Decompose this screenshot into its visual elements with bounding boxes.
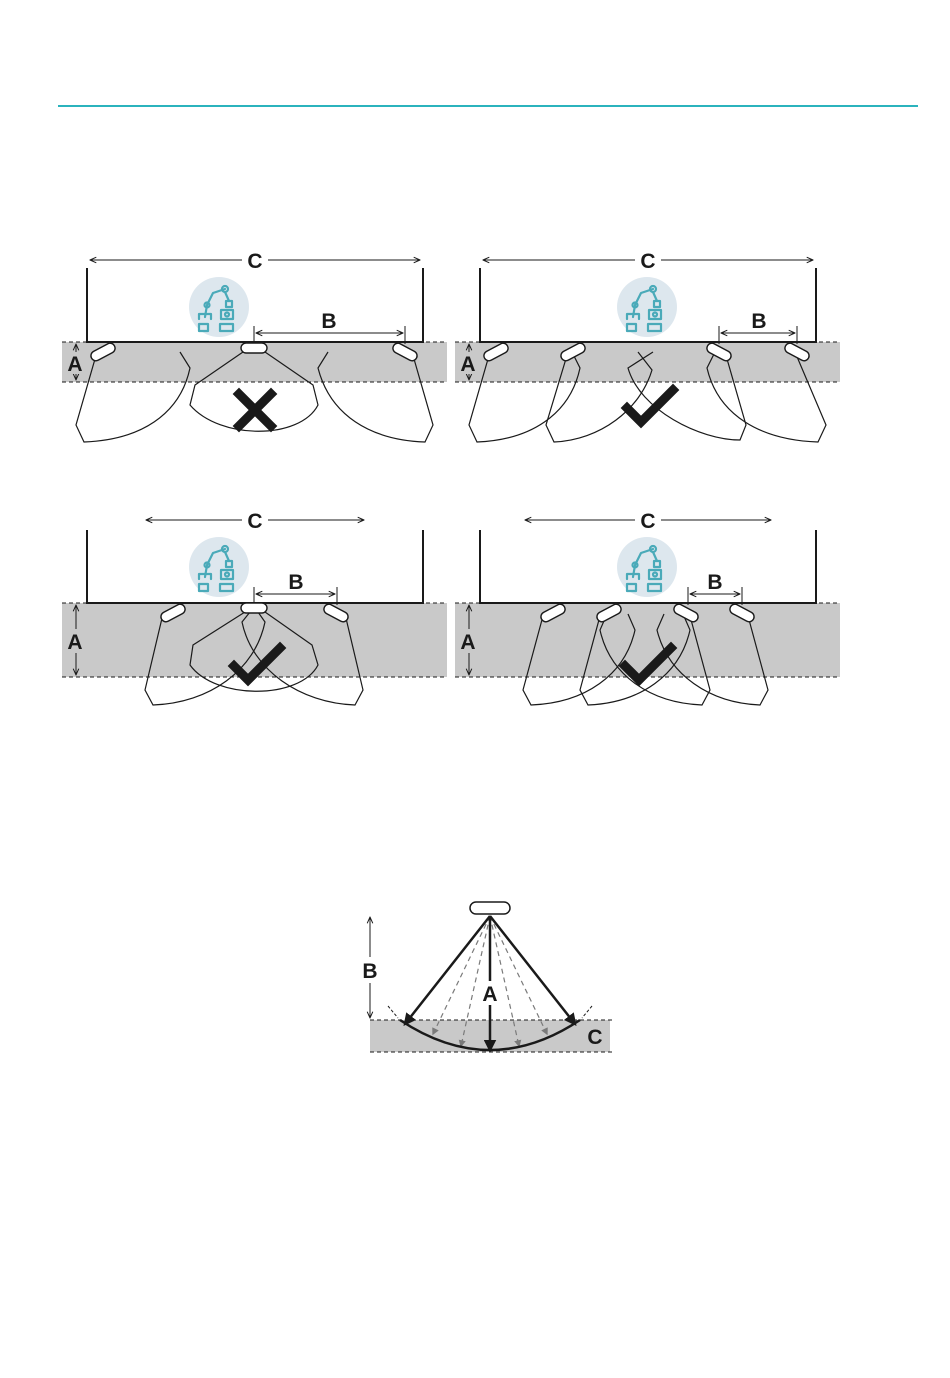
panel-4-label-a: A <box>460 631 475 654</box>
panel-3-label-c: C <box>247 510 262 533</box>
panel-4-check: C B A <box>455 510 840 705</box>
panel-4-label-c: C <box>640 510 655 533</box>
check-icon <box>627 390 673 422</box>
robot-icon <box>189 277 249 337</box>
robot-icon <box>189 537 249 597</box>
robot-icon <box>617 537 677 597</box>
panel-2-check: C B A <box>455 250 840 442</box>
panel-1-cross: C B A <box>62 250 447 442</box>
panel-2-label-b: B <box>751 310 766 333</box>
diagram-label-b: B <box>362 960 377 983</box>
detection-geometry-diagram: B A C <box>357 902 612 1052</box>
sensor-icon <box>470 902 510 914</box>
panel-1-label-b: B <box>321 310 336 333</box>
panel-1-label-a: A <box>67 353 82 376</box>
panel-3-check: C B A <box>62 510 447 705</box>
diagram-label-a: A <box>482 983 497 1006</box>
panel-2-label-c: C <box>640 250 655 273</box>
cross-icon <box>239 394 271 426</box>
panel-1-label-c: C <box>247 250 262 273</box>
panel-4-label-b: B <box>707 571 722 594</box>
robot-icon <box>617 277 677 337</box>
panel-2-label-a: A <box>460 353 475 376</box>
panel-3-label-a: A <box>67 631 82 654</box>
panel-3-label-b: B <box>288 571 303 594</box>
diagram-label-c: C <box>587 1026 602 1049</box>
